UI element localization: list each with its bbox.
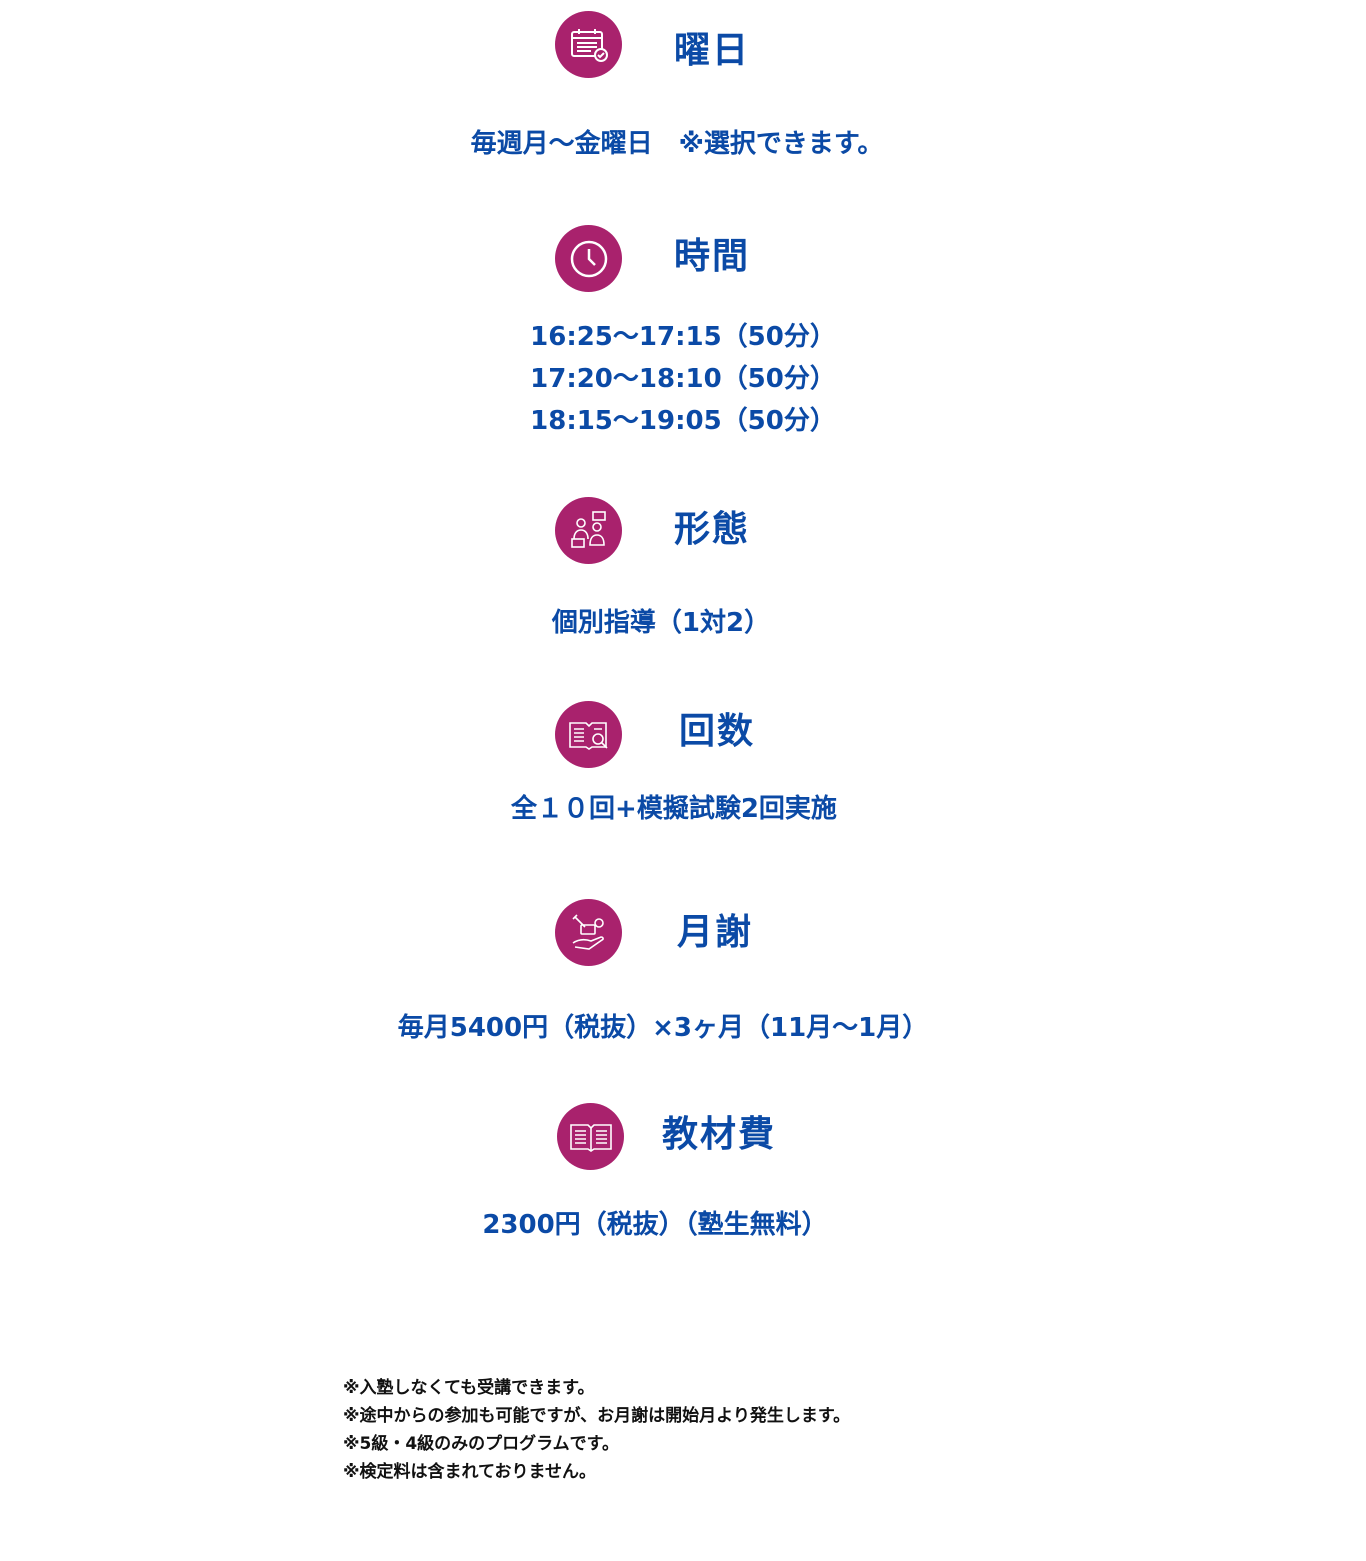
section-title-count: 回数 <box>679 711 756 752</box>
tutoring-icon <box>555 497 622 564</box>
note: ※途中からの参加も可能ですが、お月謝は開始月より発生します。 <box>343 1406 851 1426</box>
time-slot-1: 16:25～17:15（50分） <box>530 322 836 352</box>
days-text: 毎週月～金曜日 ※選択できます。 <box>470 129 884 159</box>
section-title-days: 曜日 <box>674 30 751 71</box>
note: ※入塾しなくても受講できます。 <box>343 1378 595 1398</box>
materials-text: 2300円（税抜）（塾生無料） <box>482 1210 828 1240</box>
note: ※5級・4級のみのプログラムです。 <box>343 1434 619 1454</box>
fee-text: 毎月5400円（税抜）×3ヶ月（11月～1月） <box>397 1013 929 1043</box>
format-text: 個別指導（1対2） <box>551 608 771 638</box>
section-title-fee: 月謝 <box>677 912 754 953</box>
calendar-check-icon <box>555 11 622 78</box>
notes: ※入塾しなくても受講できます。 ※途中からの参加も可能ですが、お月謝は開始月より… <box>343 1374 850 1486</box>
clock-icon <box>555 225 622 292</box>
note: ※検定料は含まれておりません。 <box>343 1462 596 1482</box>
section-title-time: 時間 <box>674 236 751 277</box>
section-title-materials: 教材費 <box>662 1114 777 1155</box>
payment-hand-icon <box>555 899 622 966</box>
book-search-icon <box>555 701 622 768</box>
time-slot-3: 18:15～19:05（50分） <box>530 406 836 436</box>
time-slot-2: 17:20～18:10（50分） <box>530 364 836 394</box>
book-icon <box>557 1103 624 1170</box>
count-text: 全１０回+模擬試験2回実施 <box>511 794 837 824</box>
section-title-format: 形態 <box>674 509 751 550</box>
